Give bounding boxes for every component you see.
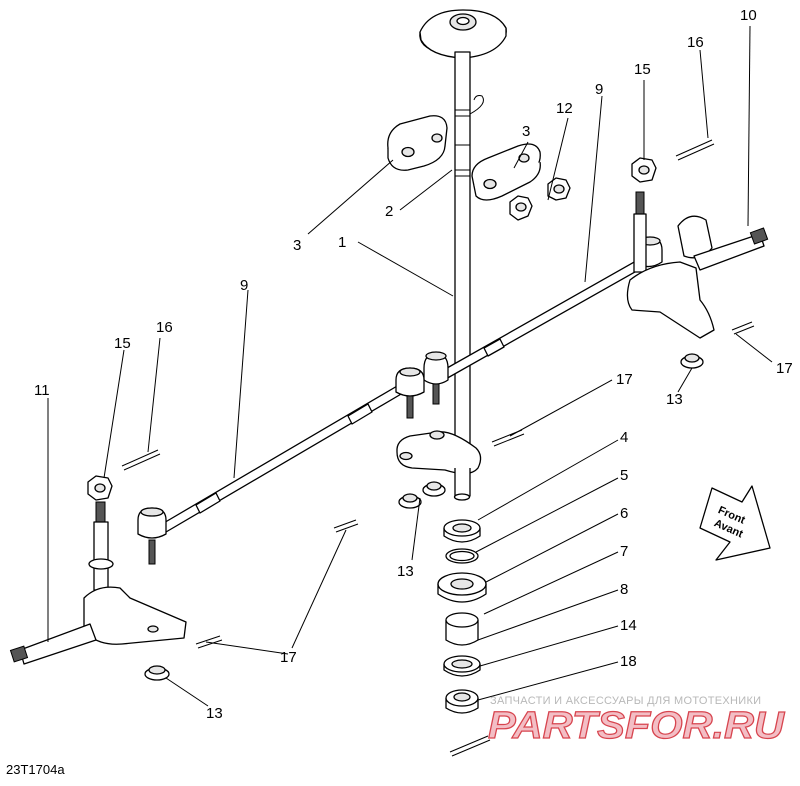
callout-16: 16 [687, 34, 704, 51]
callout-12: 12 [556, 100, 573, 117]
callout-17: 17 [616, 371, 633, 388]
left-tie-rod [137, 367, 425, 565]
bearing-block-left [387, 115, 448, 171]
callout-labels: 1 2 3 3 12 9 9 10 11 15 15 16 16 17 17 1… [34, 7, 793, 722]
snap-ring-5 [445, 548, 479, 564]
callout-13: 13 [397, 563, 414, 580]
callout-6: 6 [620, 505, 628, 522]
lock-nut-a [509, 195, 533, 221]
callout-16: 16 [156, 319, 173, 336]
callout-13: 13 [666, 391, 683, 408]
callout-17: 17 [776, 360, 793, 377]
callout-4: 4 [620, 429, 628, 446]
watermark: ЗАПЧАСТИ И АКСЕССУАРЫ ДЛЯ МОТОТЕХНИКИ PA… [487, 695, 786, 748]
watermark-brand: PARTSFOR.RU [488, 705, 786, 747]
steering-column [396, 9, 507, 501]
bushing-4 [443, 519, 481, 543]
callout-18: 18 [620, 653, 637, 670]
watermark-tagline: ЗАПЧАСТИ И АКСЕССУАРЫ ДЛЯ МОТОТЕХНИКИ [490, 695, 761, 707]
castle-nut-right [631, 157, 657, 183]
flange-nut-bottom [445, 689, 479, 714]
left-spindle [9, 501, 187, 665]
flange-nut-center-a [398, 493, 422, 509]
bushing-14 [443, 655, 481, 677]
diagram-code: 23T1704a [6, 762, 65, 777]
callout-9: 9 [595, 81, 603, 98]
lock-nut-b [547, 177, 571, 201]
flange-nut-left [144, 665, 170, 681]
callout-2: 2 [385, 203, 393, 220]
flange-nut-center-b [422, 481, 446, 497]
callout-3: 3 [522, 123, 530, 140]
callout-5: 5 [620, 467, 628, 484]
callout-15: 15 [114, 335, 131, 352]
callout-3: 3 [293, 237, 301, 254]
bushing-8 [445, 612, 479, 646]
callout-10: 10 [740, 7, 757, 24]
callout-8: 8 [620, 581, 628, 598]
callout-14: 14 [620, 617, 637, 634]
flange-nut-right [680, 353, 704, 369]
right-spindle [626, 191, 769, 339]
leader-lines [47, 25, 773, 707]
callout-7: 7 [620, 543, 628, 560]
callout-17: 17 [280, 649, 297, 666]
callout-15: 15 [634, 61, 651, 78]
callout-13: 13 [206, 705, 223, 722]
castle-nut-left [87, 475, 113, 501]
callout-1: 1 [338, 234, 346, 251]
front-direction-arrow: Front Avant [699, 485, 771, 561]
callout-11: 11 [34, 382, 50, 399]
callout-9: 9 [240, 277, 248, 294]
bearing-block-right [471, 143, 541, 201]
washer-6 [437, 572, 487, 603]
